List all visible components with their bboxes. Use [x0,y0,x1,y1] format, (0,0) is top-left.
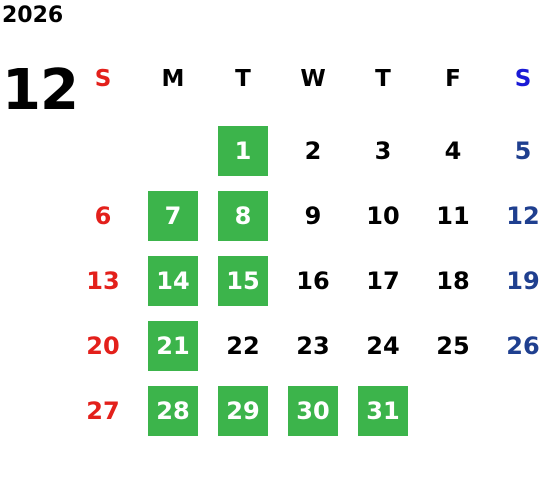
day-cell-15[interactable]: 15 [218,256,268,306]
day-cell-30[interactable]: 30 [288,386,338,436]
day-cell-22[interactable]: 22 [226,332,260,360]
day-cell-27[interactable]: 27 [86,397,120,425]
weekday-header-1: M [161,66,185,92]
day-cell-26[interactable]: 26 [506,332,540,360]
day-cell-2[interactable]: 2 [304,137,322,165]
year-label: 2026 [2,3,64,28]
day-cell-17[interactable]: 17 [366,267,400,295]
day-cell-25[interactable]: 25 [436,332,470,360]
weekday-header-6: S [514,66,532,92]
day-cell-5[interactable]: 5 [514,137,532,165]
day-cell-1[interactable]: 1 [218,126,268,176]
weekday-header-5: F [445,66,461,92]
day-cell-10[interactable]: 10 [366,202,400,230]
day-cell-14[interactable]: 14 [148,256,198,306]
day-cell-12[interactable]: 12 [506,202,540,230]
day-cell-4[interactable]: 4 [444,137,462,165]
day-cell-31[interactable]: 31 [358,386,408,436]
day-cell-9[interactable]: 9 [304,202,322,230]
day-cell-11[interactable]: 11 [436,202,470,230]
day-cell-3[interactable]: 3 [374,137,392,165]
day-cell-24[interactable]: 24 [366,332,400,360]
day-cell-28[interactable]: 28 [148,386,198,436]
day-cell-21[interactable]: 21 [148,321,198,371]
weekday-header-3: W [300,66,326,92]
day-cell-13[interactable]: 13 [86,267,120,295]
day-cell-16[interactable]: 16 [296,267,330,295]
weekday-header-2: T [235,66,251,92]
weekday-header-0: S [94,66,112,92]
day-cell-19[interactable]: 19 [506,267,540,295]
day-cell-7[interactable]: 7 [148,191,198,241]
month-label: 12 [2,58,79,123]
weekday-header-4: T [375,66,391,92]
day-cell-29[interactable]: 29 [218,386,268,436]
day-cell-18[interactable]: 18 [436,267,470,295]
day-cell-6[interactable]: 6 [94,202,112,230]
day-cell-23[interactable]: 23 [296,332,330,360]
day-cell-20[interactable]: 20 [86,332,120,360]
day-cell-8[interactable]: 8 [218,191,268,241]
